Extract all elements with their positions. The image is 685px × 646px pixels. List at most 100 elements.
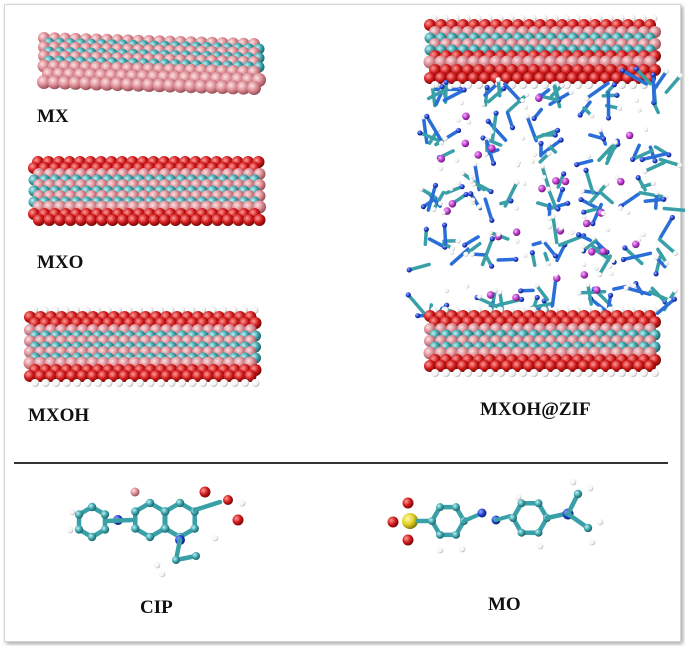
- mo-molecule: [387, 478, 604, 554]
- hydrogen-atom: [31, 379, 39, 387]
- oxygen-atom: [611, 72, 623, 84]
- zinc-atom: [462, 112, 470, 121]
- hydrogen-atom: [541, 174, 547, 180]
- oxygen-atom: [457, 360, 469, 372]
- bond: [620, 68, 648, 86]
- bond: [426, 183, 438, 212]
- bond: [581, 238, 598, 253]
- nitrogen-atom: [420, 204, 427, 210]
- titanium-atom: [436, 503, 444, 512]
- oxygen-atom: [75, 214, 87, 226]
- nitrogen-atom: [671, 296, 678, 302]
- hydrogen-atom: [596, 518, 604, 526]
- hydrogen-atom: [514, 179, 520, 185]
- hydrogen-atom: [220, 379, 228, 387]
- hydrogen-atom: [178, 379, 186, 387]
- hydrogen-atom: [497, 369, 505, 377]
- oxygen-atom: [117, 214, 129, 226]
- hydrogen-atom: [453, 81, 461, 89]
- hydrogen-atom: [524, 91, 530, 98]
- hydrogen-atom: [431, 369, 439, 377]
- hydrogen-atom: [641, 232, 646, 237]
- titanium-atom: [436, 530, 444, 539]
- titanium-atom: [145, 498, 155, 508]
- oxygen-atom: [85, 214, 98, 226]
- nitrogen-atom: [439, 84, 445, 90]
- bond: [407, 262, 431, 272]
- nitrogen-atom: [518, 288, 524, 294]
- nitrogen-atom: [406, 267, 412, 273]
- hydrogen-atom: [153, 561, 161, 569]
- hydrogen-atom: [453, 369, 461, 377]
- titanium-atom: [74, 525, 84, 534]
- zinc-atom: [561, 177, 570, 186]
- hydrogen-atom: [672, 250, 678, 256]
- nitrogen-atom: [577, 112, 583, 118]
- nitrogen-atom: [614, 92, 620, 98]
- oxygen-atom: [479, 72, 491, 84]
- zinc-atom: [616, 177, 625, 186]
- hydrogen-atom: [469, 251, 475, 257]
- hydrogen-atom: [574, 81, 582, 89]
- nitrogen-atom: [432, 182, 439, 188]
- nitrogen-atom: [493, 110, 499, 116]
- hydrogen-atom: [167, 379, 176, 387]
- hydrogen-atom: [608, 271, 614, 277]
- hydrogen-atom: [431, 206, 437, 213]
- hydrogen-atom: [508, 369, 516, 377]
- hydrogen-atom: [574, 369, 582, 377]
- bond: [656, 247, 669, 265]
- hydrogen-atom: [104, 379, 113, 387]
- hydrogen-atom: [653, 254, 659, 260]
- oxygen-atom: [501, 360, 513, 372]
- hydrogen-atom: [458, 100, 464, 106]
- hydrogen-atom: [546, 150, 552, 157]
- zinc-atom: [599, 247, 608, 256]
- mxoh-zif-bottom-slab: [423, 306, 661, 377]
- nitrogen-atom: [552, 253, 558, 259]
- hydrogen-atom: [466, 119, 472, 125]
- hydrogen-atom: [125, 379, 134, 387]
- oxygen-atom: [512, 72, 524, 84]
- hydrogen-atom: [508, 81, 516, 89]
- bond: [505, 111, 515, 130]
- hydrogen-atom: [464, 369, 472, 377]
- oxygen-atom: [600, 72, 612, 84]
- titanium-atom: [452, 503, 460, 512]
- hydrogen-atom: [497, 289, 503, 295]
- nitrogen-atom: [653, 271, 659, 277]
- label-mxoh: MXOH: [28, 405, 90, 426]
- hydrogen-atom: [464, 81, 472, 89]
- oxygen-atom: [611, 360, 623, 372]
- hydrogen-atom: [629, 81, 637, 89]
- zinc-atom: [552, 177, 560, 185]
- oxygen-atom: [34, 370, 47, 382]
- bond: [591, 202, 603, 226]
- bond: [658, 215, 675, 239]
- nitrogen-atom: [529, 250, 535, 256]
- hydrogen-atom: [455, 117, 461, 123]
- bond: [652, 69, 669, 92]
- hydrogen-atom: [447, 84, 453, 90]
- hydrogen-atom: [631, 283, 637, 289]
- hydrogen-atom: [483, 151, 489, 157]
- nitrogen-atom: [669, 214, 675, 221]
- nitrogen-atom: [622, 245, 628, 251]
- hydrogen-atom: [545, 260, 552, 267]
- oxygen-atom: [523, 360, 535, 372]
- nitrogen-atom: [633, 66, 639, 72]
- hydrogen-atom: [576, 290, 582, 296]
- bond: [550, 277, 558, 308]
- hydrogen-atom: [672, 287, 678, 294]
- hydrogen-atom: [579, 247, 585, 253]
- bond: [486, 119, 508, 142]
- hydrogen-atom: [230, 379, 239, 387]
- bond: [486, 86, 506, 104]
- hydrogen-atom: [607, 369, 615, 377]
- bond: [525, 114, 538, 143]
- oxygen-atom: [545, 72, 557, 84]
- carbon_pink-atom: [194, 79, 209, 94]
- oxygen-atom: [468, 360, 480, 372]
- hydrogen-atom: [651, 369, 659, 377]
- bond: [640, 151, 669, 162]
